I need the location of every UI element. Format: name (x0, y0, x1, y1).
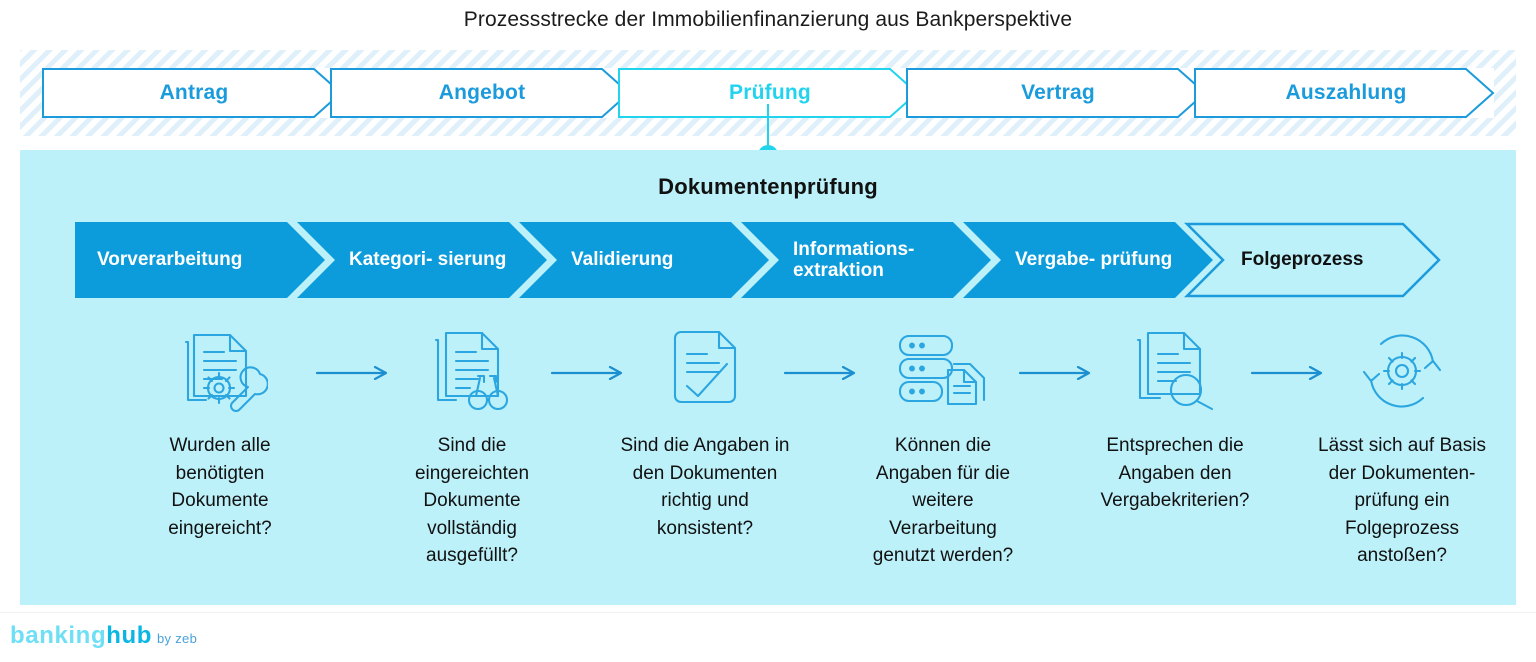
stage-label: Folgeprozess (1241, 249, 1364, 271)
stage-folgeprozess[interactable]: Folgeprozess (1183, 222, 1445, 298)
chevron-shape (963, 222, 1213, 298)
chevron-shape (741, 222, 991, 298)
chevron-shape (618, 68, 919, 118)
page-title: Prozessstrecke der Immobilienfinanzierun… (463, 8, 1073, 31)
document-checkmark-icon (667, 328, 743, 414)
top-step-label: Antrag (159, 81, 229, 104)
top-step-label: Prüfung (729, 81, 811, 104)
stage-informationsextraktion[interactable]: Informations- extraktion (741, 222, 991, 298)
step-question: Sind die Angaben in den Dokumenten richt… (620, 435, 790, 539)
gear-refresh-cycle-icon (1359, 328, 1445, 414)
stage-label: Informations- extraktion (793, 238, 915, 281)
logo-hub-text: hub (106, 622, 152, 649)
stage-vergabepruefung[interactable]: Vergabe- prüfung (963, 222, 1213, 298)
stage-label: Vorverarbeitung (97, 249, 243, 271)
documents-binoculars-icon (426, 328, 518, 414)
chevron-shape (1183, 222, 1441, 298)
top-step-pruefung[interactable]: Prüfung (618, 68, 919, 118)
step-vorverarbeitung: Wurden alle benötigten Dokumente eingere… (120, 328, 320, 542)
step-question: Können die Angaben für die weitere Verar… (872, 435, 1014, 567)
chevron-shape (330, 68, 631, 118)
logo-banking-text: banking (10, 622, 107, 649)
step-question: Sind die eingereichten Dokumente vollstä… (414, 435, 530, 567)
step-question: Wurden alle benötigten Dokumente eingere… (168, 435, 272, 539)
footer-divider (0, 612, 1536, 613)
stage-vorverarbeitung[interactable]: Vorverarbeitung (75, 222, 325, 298)
top-step-angebot[interactable]: Angebot (330, 68, 631, 118)
panel-heading: Dokumentenprüfung (658, 174, 878, 199)
chevron-shape (75, 222, 325, 298)
step-question: Entsprechen die Angaben den Vergabekrite… (1100, 435, 1250, 512)
top-process-chevrons: Antrag Angebot Prüfung Vertrag Auszahlun (20, 50, 1516, 136)
bankinghub-logo[interactable]: banking hub by zeb (10, 622, 197, 650)
step-vergabepruefung: Entsprechen die Angaben den Vergabekrite… (1075, 328, 1275, 515)
chevron-shape (519, 222, 769, 298)
document-magnifier-icon (1130, 328, 1220, 414)
stage-kategorisierung[interactable]: Kategori- sierung (297, 222, 547, 298)
top-step-antrag[interactable]: Antrag (42, 68, 343, 118)
top-step-vertrag[interactable]: Vertrag (906, 68, 1207, 118)
step-folgeprozess: Lässt sich auf Basis der Dokumenten- prü… (1302, 328, 1502, 570)
step-kategorisierung: Sind die eingereichten Dokumente vollstä… (372, 328, 572, 570)
stage-validierung[interactable]: Validierung (519, 222, 769, 298)
arrow-right-icon (1018, 365, 1092, 381)
logo-byzeb-text: by zeb (157, 631, 198, 646)
chevron-shape (42, 68, 343, 118)
chevron-shape (906, 68, 1207, 118)
stage-label: Validierung (571, 249, 674, 271)
stage-chevrons: Vorverarbeitung Kategori- sierung Validi… (75, 222, 1475, 298)
stage-label: Kategori- sierung (349, 249, 507, 271)
top-step-label: Auszahlung (1285, 81, 1407, 104)
arrow-right-icon (783, 365, 857, 381)
chevron-shape (297, 222, 547, 298)
chevron-shape (1194, 68, 1495, 118)
top-step-label: Angebot (438, 81, 526, 104)
step-informationsextraktion: Können die Angaben für die weitere Verar… (843, 328, 1043, 570)
arrow-right-icon (550, 365, 624, 381)
arrow-right-icon (315, 365, 389, 381)
connector-line (767, 104, 769, 150)
arrow-right-icon (1250, 365, 1324, 381)
documents-gear-wrench-icon (172, 328, 268, 414)
question-steps: Wurden alle benötigten Dokumente eingere… (60, 328, 1500, 588)
step-question: Lässt sich auf Basis der Dokumenten- prü… (1318, 435, 1486, 567)
step-validierung: Sind die Angaben in den Dokumenten richt… (605, 328, 805, 542)
dokumentenpruefung-panel: Dokumentenprüfung Vorverarbeitung Katego… (20, 150, 1516, 605)
stage-label: Vergabe- prüfung (1015, 249, 1173, 271)
top-step-auszahlung[interactable]: Auszahlung (1194, 68, 1495, 118)
top-step-label: Vertrag (1021, 81, 1095, 104)
database-documents-icon (896, 328, 990, 414)
